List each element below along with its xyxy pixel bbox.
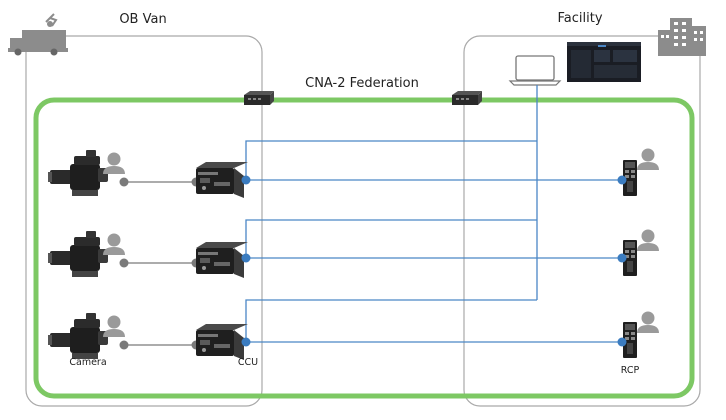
camera-label: Camera — [69, 357, 106, 368]
camera-icon — [48, 231, 108, 277]
person-icon — [637, 311, 659, 333]
ccu-icon — [196, 324, 248, 360]
camera-cables — [124, 181, 196, 346]
laptop-icon — [508, 55, 562, 86]
network-switch-icon — [244, 91, 274, 105]
monitor-icon — [567, 42, 641, 82]
rcp-label: RCP — [621, 365, 640, 376]
building-icon — [658, 18, 706, 56]
facility-label: Facility — [557, 11, 602, 26]
person-icon — [637, 148, 659, 170]
ccu-label: CCU — [238, 357, 258, 368]
link-nodes — [241, 175, 627, 347]
network-switch-icon — [452, 91, 482, 105]
camera-icon — [48, 150, 108, 196]
ccu-icon — [196, 162, 248, 198]
person-icon — [103, 315, 125, 337]
federation-label: CNA-2 Federation — [305, 76, 419, 91]
ob-van-label: OB Van — [119, 12, 166, 27]
person-icon — [103, 233, 125, 255]
ob-van-zone — [25, 35, 263, 407]
camera-icon — [48, 313, 108, 359]
truck-icon — [8, 13, 68, 56]
facility-zone — [463, 35, 701, 407]
federation-boundary — [33, 97, 695, 399]
ccu-icon — [196, 242, 248, 278]
person-icon — [637, 229, 659, 251]
network-links — [245, 85, 622, 343]
person-icon — [103, 152, 125, 174]
